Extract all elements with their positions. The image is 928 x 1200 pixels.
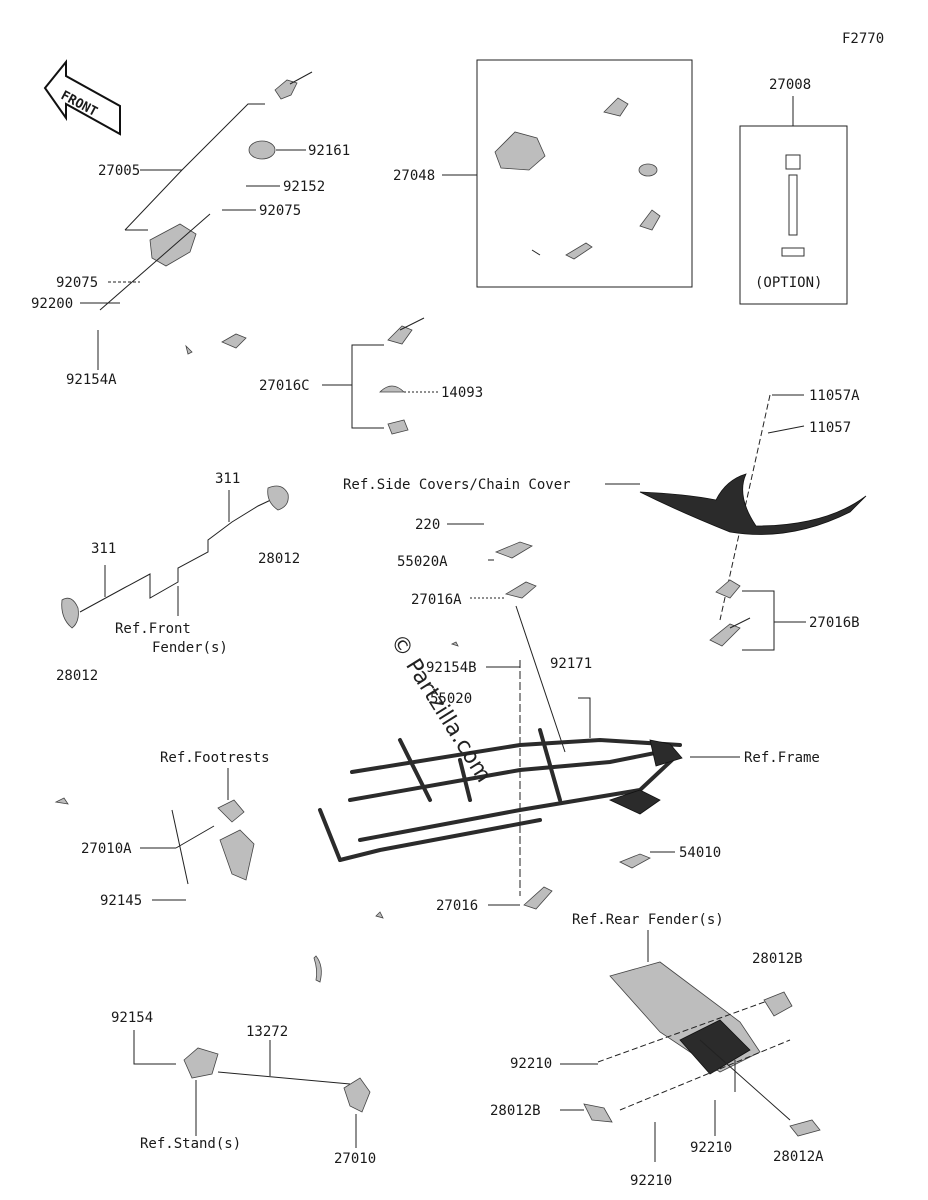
label-311-lower: 311 xyxy=(91,541,116,557)
label-27008: 27008 xyxy=(769,77,811,93)
reflector-part xyxy=(61,597,79,629)
label-311-upper: 311 xyxy=(215,471,240,487)
group-27008 xyxy=(739,96,848,305)
label-28012-upper: 28012 xyxy=(258,551,300,567)
label-92152: 92152 xyxy=(283,179,325,195)
label-92200: 92200 xyxy=(31,296,73,312)
label-11057A: 11057A xyxy=(809,388,860,404)
ref-side-covers: Ref.Side Covers/Chain Cover xyxy=(343,477,571,493)
label-13272: 13272 xyxy=(246,1024,288,1040)
label-28012-lower: 28012 xyxy=(56,668,98,684)
label-27048: 27048 xyxy=(393,168,435,184)
key-switch-part xyxy=(274,79,298,100)
group-27005 xyxy=(80,71,313,370)
label-27016B: 27016B xyxy=(809,615,860,631)
ref-frame: Ref.Frame xyxy=(744,750,820,766)
label-14093: 14093 xyxy=(441,385,483,401)
label-27016: 27016 xyxy=(436,898,478,914)
label-28012B-upper: 28012B xyxy=(752,951,803,967)
label-27016A: 27016A xyxy=(411,592,462,608)
ignition-body-part xyxy=(149,223,197,267)
reflector-part xyxy=(789,1119,821,1137)
motorcycle-frame xyxy=(318,728,740,869)
figure-code: F2770 xyxy=(842,31,884,47)
label-92145: 92145 xyxy=(100,893,142,909)
label-11057: 11057 xyxy=(809,420,851,436)
reflector-part xyxy=(267,485,289,511)
front-arrow-icon: FRONT xyxy=(43,59,121,136)
cap-92161-part xyxy=(248,140,276,160)
label-92154B: 92154B xyxy=(426,660,477,676)
group-footrests xyxy=(140,768,255,901)
label-27010: 27010 xyxy=(334,1151,376,1167)
label-220: 220 xyxy=(415,517,440,533)
ref-rear-fender: Ref.Rear Fender(s) xyxy=(572,912,724,928)
ref-footrests: Ref.Footrests xyxy=(160,750,270,766)
group-rear-fender xyxy=(560,930,821,1162)
group-front-fender xyxy=(61,485,289,629)
ref-front-fender-2: Fender(s) xyxy=(152,640,228,656)
label-92210-left: 92210 xyxy=(510,1056,552,1072)
group-stand xyxy=(133,955,371,1148)
option-label: (OPTION) xyxy=(755,275,822,291)
label-92210-mid: 92210 xyxy=(690,1140,732,1156)
group-center xyxy=(447,523,591,896)
ref-front-fender-1: Ref.Front xyxy=(115,621,191,637)
label-27005: 27005 xyxy=(98,163,140,179)
label-92210-bottom: 92210 xyxy=(630,1173,672,1189)
label-55020A: 55020A xyxy=(397,554,448,570)
label-92075-lower: 92075 xyxy=(56,275,98,291)
label-92075-upper: 92075 xyxy=(259,203,301,219)
label-27016C: 27016C xyxy=(259,378,310,394)
reflector-part xyxy=(583,1103,613,1123)
label-92171: 92171 xyxy=(550,656,592,672)
seat-cowl-part xyxy=(639,473,867,535)
group-27016C xyxy=(322,317,440,435)
group-27048 xyxy=(442,59,693,288)
label-92161: 92161 xyxy=(308,143,350,159)
label-92154: 92154 xyxy=(111,1010,153,1026)
group-seat-cowl xyxy=(605,394,867,651)
reflector-part xyxy=(763,991,793,1017)
label-27010A: 27010A xyxy=(81,841,132,857)
label-54010: 54010 xyxy=(679,845,721,861)
ref-stand: Ref.Stand(s) xyxy=(140,1136,241,1152)
label-28012B-lower: 28012B xyxy=(490,1103,541,1119)
label-55020: 55020 xyxy=(430,691,472,707)
label-28012A: 28012A xyxy=(773,1149,824,1165)
label-92154A: 92154A xyxy=(66,372,117,388)
